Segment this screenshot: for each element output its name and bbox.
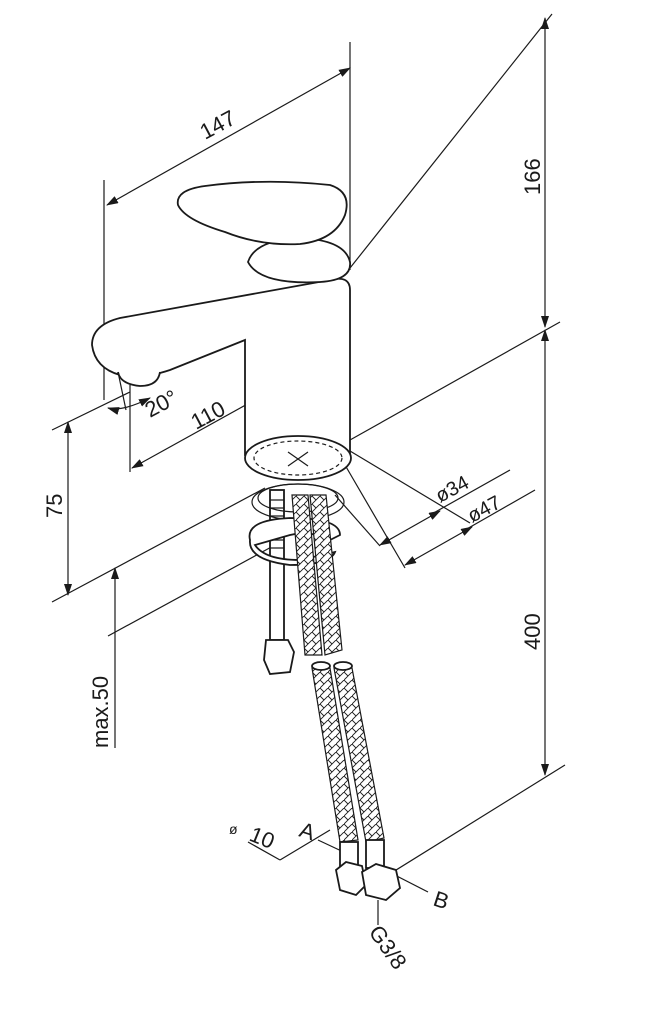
label-400: 400: [520, 613, 545, 650]
hoses: [291, 494, 401, 901]
label-max-50: max.50: [88, 676, 113, 748]
dim-147-line: [106, 67, 351, 206]
hose-upper-right: [309, 494, 343, 656]
base-disk: [244, 435, 352, 481]
faucet-body: [91, 180, 352, 481]
hose-a-nut: [335, 861, 367, 897]
dimension-lines: [64, 17, 549, 925]
spout-and-column: [91, 277, 351, 456]
rod-nut: [263, 639, 295, 675]
label-20-degrees: 20°: [141, 385, 182, 423]
label-thread-g38: G3/8: [364, 921, 412, 974]
label-10: 10: [246, 821, 278, 853]
label-hose-a: A: [296, 817, 318, 845]
aerator: [117, 371, 161, 387]
label-diameter-47: ø47: [464, 492, 505, 528]
label-166: 166: [520, 158, 545, 195]
label-hose-b: B: [430, 886, 452, 914]
label-75: 75: [42, 494, 67, 518]
hose-b-nut: [361, 863, 401, 901]
dim-34-line: [379, 510, 441, 546]
dim-47-line: [404, 526, 473, 566]
base-disk-inner: [253, 440, 343, 476]
label-diameter-symbol: ø: [229, 821, 238, 837]
label-110: 110: [187, 396, 230, 435]
label-147: 147: [196, 105, 240, 144]
hose-upper-left: [291, 494, 323, 656]
center-cross: [287, 451, 309, 467]
leader-10: [247, 829, 331, 861]
handle-lever: [176, 180, 348, 246]
